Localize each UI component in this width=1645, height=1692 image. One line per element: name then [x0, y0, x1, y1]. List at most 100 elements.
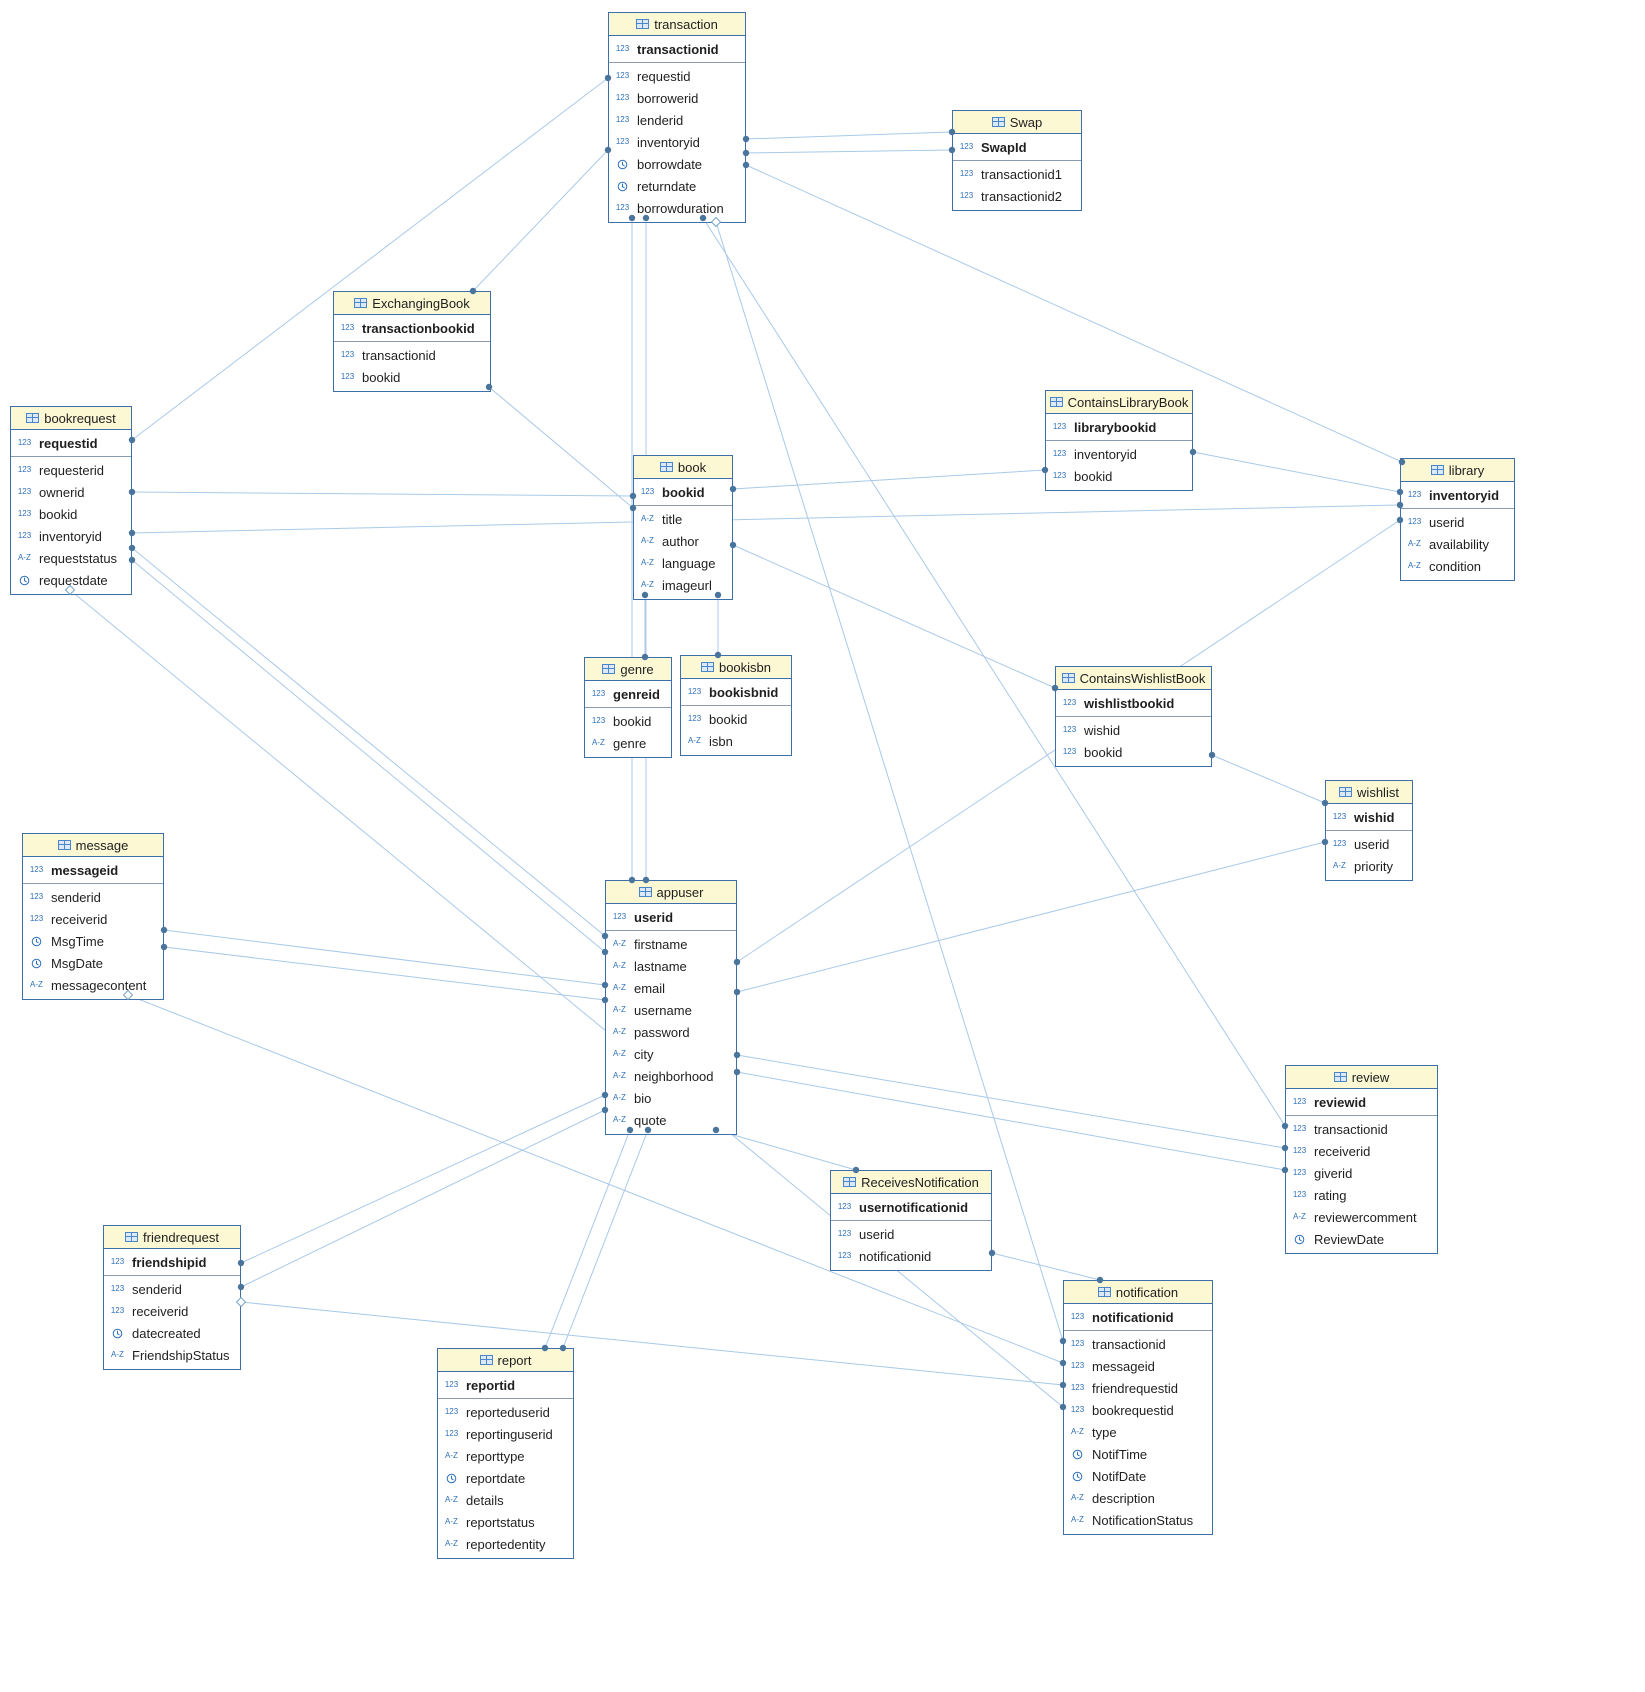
relationship-line-ContainsLibraryBook-book[interactable] — [732, 469, 1046, 490]
relationship-line-friendrequest-notification[interactable] — [240, 1301, 1064, 1386]
relationship-line-wishlist-appuser[interactable] — [736, 841, 1326, 993]
relationship-line-ExchangingBook-book[interactable] — [488, 386, 634, 509]
entity-header-bookisbn[interactable]: bookisbn — [681, 656, 791, 679]
entity-header-bookrequest[interactable]: bookrequest — [11, 407, 131, 430]
relationship-line-ExchangingBook-transaction[interactable] — [472, 149, 609, 292]
relationship-line-appuser-review[interactable] — [736, 1071, 1286, 1171]
entity-header-wishlist[interactable]: wishlist — [1326, 781, 1412, 804]
relationship-line-ContainsWishlistBook-wishlist[interactable] — [1211, 754, 1326, 804]
relationship-line-appuser-ReceivesNotification[interactable] — [715, 1129, 857, 1171]
relationship-line-transaction-library[interactable] — [745, 164, 1403, 463]
relationship-line-transaction-notification[interactable] — [715, 221, 1064, 1342]
relationship-line-transaction-review[interactable] — [702, 217, 1286, 1127]
relationship-line-Swap-transaction[interactable] — [745, 131, 953, 140]
field-row-notification-NotifDate[interactable]: NotifDate — [1064, 1465, 1212, 1487]
field-row-message-MsgDate[interactable]: MsgDate — [23, 952, 163, 974]
relationship-line-appuser-report[interactable] — [562, 1129, 649, 1349]
entity-header-notification[interactable]: notification — [1064, 1281, 1212, 1304]
field-row-transaction-borrowdate[interactable]: borrowdate — [609, 153, 745, 175]
entity-header-message[interactable]: message — [23, 834, 163, 857]
relationship-line-bookrequest-book[interactable] — [131, 491, 634, 497]
relationship-line-bookrequest-appuser[interactable] — [131, 547, 606, 937]
entity-header-Swap[interactable]: Swap — [953, 111, 1081, 134]
field-row-message-MsgTime[interactable]: MsgTime — [23, 930, 163, 952]
entity-header-ReceivesNotification[interactable]: ReceivesNotification — [831, 1171, 991, 1194]
relationship-line-appuser-friendrequest[interactable] — [240, 1109, 606, 1288]
entity-header-book[interactable]: book — [634, 456, 732, 479]
relationship-line-bookrequest-transaction[interactable] — [131, 77, 609, 441]
field-row-review-ReviewDate[interactable]: ReviewDate — [1286, 1228, 1437, 1250]
field-row-transaction-returndate[interactable]: returndate — [609, 175, 745, 197]
relationship-line-appuser-friendrequest[interactable] — [240, 1094, 606, 1264]
relationship-line-bookrequest-library[interactable] — [131, 504, 1401, 534]
entity-header-review[interactable]: review — [1286, 1066, 1437, 1089]
entity-header-appuser[interactable]: appuser — [606, 881, 736, 904]
entity-header-ContainsLibraryBook[interactable]: ContainsLibraryBook — [1046, 391, 1192, 414]
